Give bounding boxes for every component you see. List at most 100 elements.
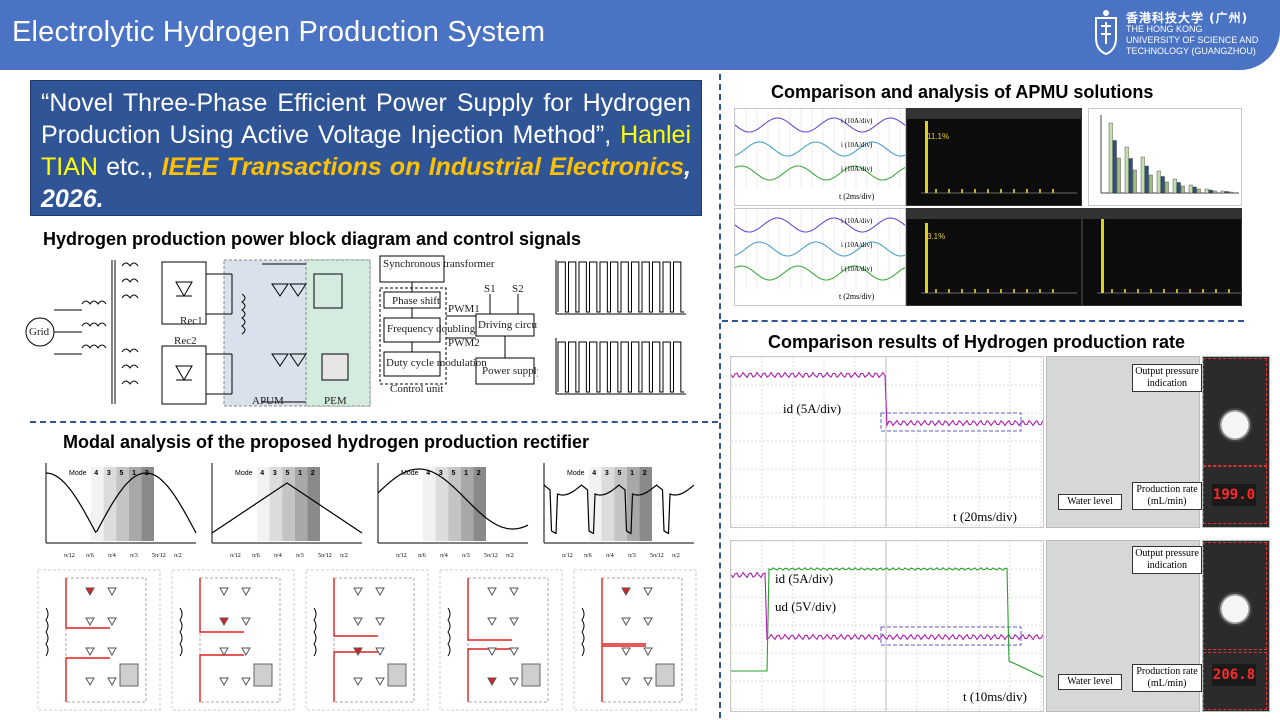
current-trace <box>730 571 1044 641</box>
diode-icon <box>621 617 631 627</box>
mode-band <box>435 467 449 541</box>
diode-icon <box>85 617 95 627</box>
mode-number: 2 <box>311 470 315 477</box>
harmonic-bar <box>987 189 989 193</box>
rec1-label: Rec1 <box>180 315 203 327</box>
channel-label: i (10A/div) <box>841 241 873 249</box>
block-diagram-heading: Hydrogen production power block diagram … <box>43 229 582 249</box>
mode-number: 4 <box>94 470 98 477</box>
author-name: Hanlei TIAN <box>41 121 691 181</box>
load-icon <box>655 663 675 687</box>
diode-icon <box>353 587 363 597</box>
modal-circuit-4 <box>439 569 563 711</box>
pressure-gauge-top <box>1218 408 1252 442</box>
apmu-waveform-after: i (10A/div)i (10A/div)i (10A/div)t (2ms/… <box>734 208 906 306</box>
apmu-bar-comparison <box>1088 108 1242 206</box>
mode-band <box>626 467 640 541</box>
harmonic-bar <box>935 189 937 193</box>
production-scope-bottom: id (5A/div) ud (5V/div) t (10ms/div) <box>730 540 1044 712</box>
diode-icon <box>219 677 229 687</box>
harmonic-bar <box>1000 189 1002 193</box>
diode-icon <box>375 677 385 687</box>
fundamental-bar <box>925 121 928 193</box>
harmonic-comparison-bar <box>1124 146 1129 194</box>
diode-icon <box>241 677 251 687</box>
diode-icon <box>487 587 497 597</box>
x-tick-label: π/12 <box>396 553 407 559</box>
load-icon <box>119 663 139 687</box>
phase-current-trace <box>734 117 906 133</box>
current-trace <box>730 371 1044 428</box>
load-icon <box>387 663 407 687</box>
zoom-box <box>880 412 1022 432</box>
harmonic-comparison-bar <box>1156 170 1161 194</box>
mode-band <box>601 467 615 541</box>
channel-label: i (10A/div) <box>841 165 873 173</box>
author-etc: etc., <box>106 153 154 181</box>
vertical-divider <box>719 74 721 718</box>
diode-icon <box>487 617 497 627</box>
top-current-label: id (5A/div) <box>783 401 842 416</box>
university-logo: 香港科技大学 (广州) THE HONG KONG UNIVERSITY OF … <box>1092 8 1272 60</box>
pwm2-label: PWM2 <box>448 337 480 349</box>
circuit-active-path <box>601 578 646 702</box>
harmonic-bar <box>1039 289 1041 293</box>
mode-number: 3 <box>273 470 277 477</box>
x-tick-label: π/12 <box>562 553 573 559</box>
diode-icon <box>487 677 497 687</box>
x-tick-label: 5π/12 <box>152 553 166 559</box>
harmonic-bar <box>948 189 950 193</box>
mode-band <box>614 467 627 541</box>
transformer-coil <box>45 607 49 657</box>
mode-band <box>103 467 117 541</box>
left-divider <box>30 421 718 423</box>
x-tick-label: 5π/12 <box>650 553 664 559</box>
thd-value: 11.1% <box>927 132 949 141</box>
harmonic-bar <box>1202 289 1204 293</box>
time-scale-label: t (2ms/div) <box>839 292 875 301</box>
x-tick-label: π/4 <box>274 553 282 559</box>
pwm-signal-plots <box>540 254 690 410</box>
diode-icon <box>621 587 631 597</box>
mode-label: Mode <box>69 470 87 477</box>
rate-display-top: 199.0 <box>1212 484 1256 506</box>
harmonic-bar <box>1000 289 1002 293</box>
circuit-active-path <box>467 578 512 702</box>
mode-band <box>116 467 129 541</box>
modal-waveform <box>211 482 363 534</box>
voltage-trace <box>731 567 1044 678</box>
circuit-frame <box>573 569 697 711</box>
mode-number: 1 <box>132 470 136 477</box>
diode-icon <box>643 677 653 687</box>
duty-cycle-label: Duty cycle modulation <box>386 357 487 369</box>
diode-icon <box>85 677 95 687</box>
load-icon <box>253 663 273 687</box>
spectrum-header <box>907 109 1081 119</box>
transformer-coil <box>581 607 585 657</box>
pressure-highlight-bottom <box>1203 542 1267 650</box>
mode-number: 4 <box>592 470 596 477</box>
rate-label-top: Production rate (mL/min) <box>1132 482 1202 510</box>
harmonic-bar <box>1111 289 1113 293</box>
mode-number: 3 <box>605 470 609 477</box>
harmonic-bar <box>1013 189 1015 193</box>
x-tick-label: π/4 <box>606 553 614 559</box>
mode-band <box>141 467 154 541</box>
diode-icon <box>353 617 363 627</box>
apmu-spectrum-after: 3.1% <box>906 208 1082 306</box>
diode-icon <box>353 677 363 687</box>
mode-number: 5 <box>120 470 124 477</box>
circuit-frame <box>305 569 429 711</box>
mode-number: 5 <box>452 470 456 477</box>
mode-band <box>257 467 270 541</box>
title-banner: Electrolytic Hydrogen Production System … <box>0 0 1280 70</box>
right-divider <box>722 320 1244 322</box>
pem-label: PEM <box>324 395 347 407</box>
x-tick-label: 5π/12 <box>318 553 332 559</box>
diode-icon <box>85 647 95 657</box>
mode-band <box>294 467 308 541</box>
s1-label: S1 <box>484 283 496 295</box>
